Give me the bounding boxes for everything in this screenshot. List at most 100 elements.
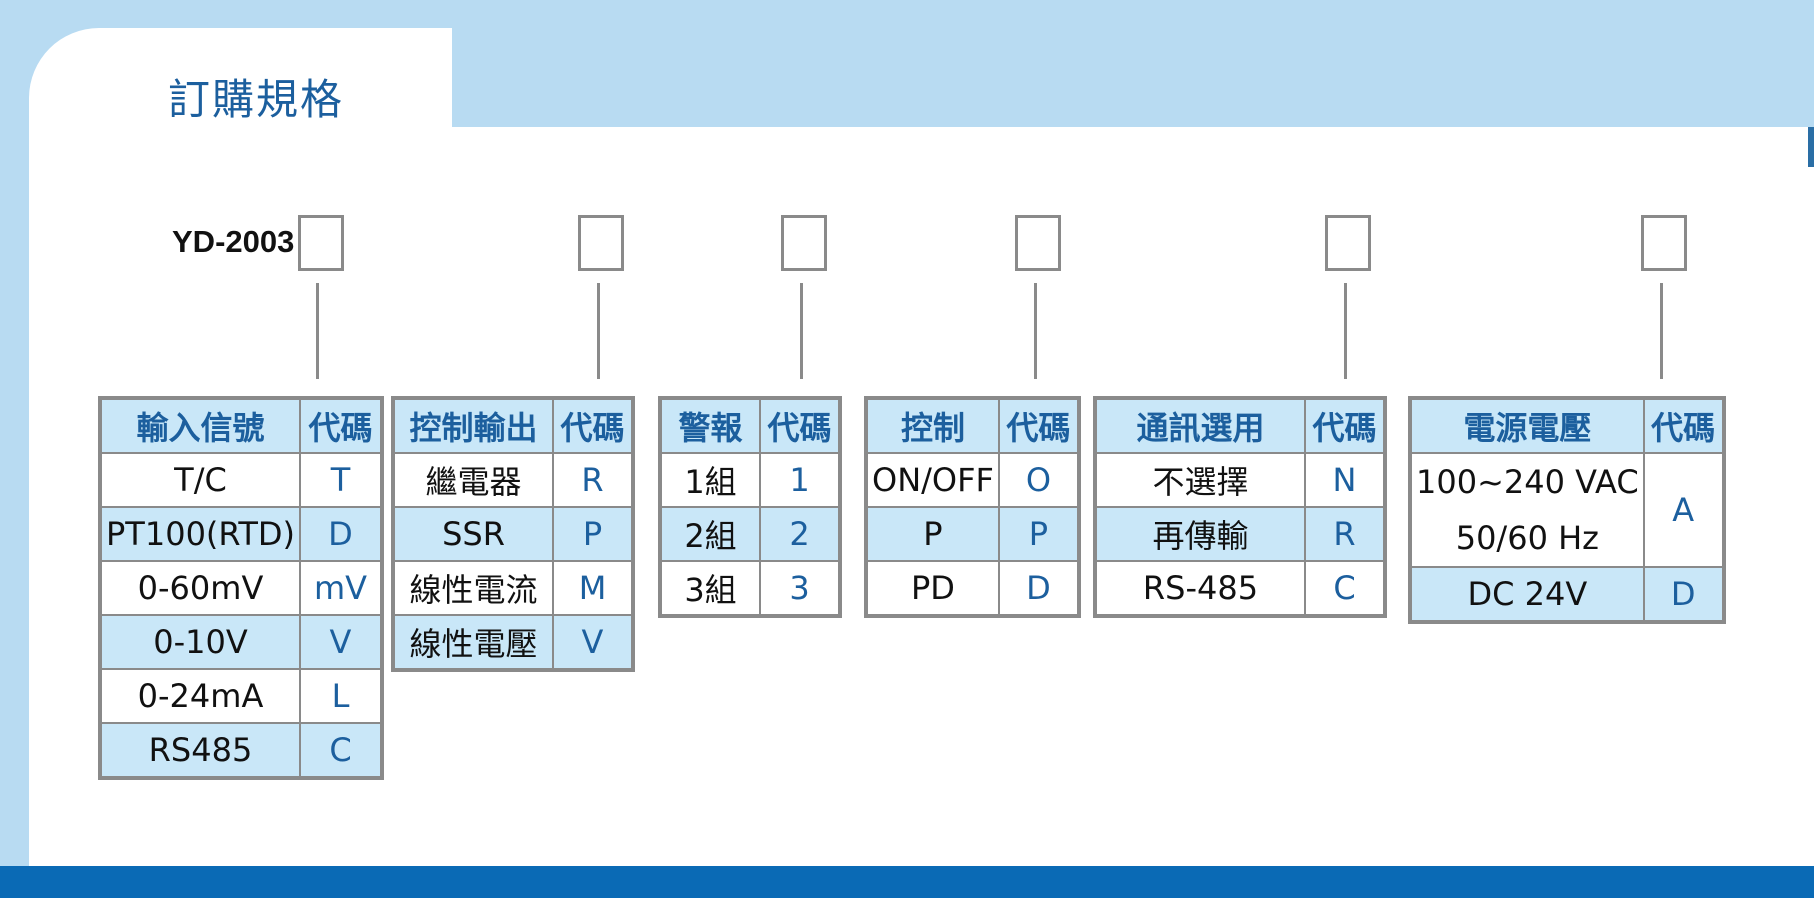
- option-cell: 0-10V: [99, 614, 301, 670]
- option-line: 50/60 Hz: [1455, 519, 1599, 557]
- header-cell: 代碼: [759, 397, 841, 454]
- option-cell: ON/OFF: [865, 452, 1000, 508]
- option-line: 100~240 VAC: [1416, 463, 1639, 501]
- code-cell: D: [298, 506, 383, 562]
- code-cell: T: [298, 452, 383, 508]
- option-cell: PT100(RTD): [99, 506, 301, 562]
- table-row: 2組 2: [659, 506, 841, 562]
- table-row: PT100(RTD) D: [99, 506, 383, 562]
- table-header-row: 控制 代碼: [865, 397, 1080, 454]
- option-cell: 100~240 VAC 50/60 Hz: [1409, 452, 1645, 568]
- header-cell: 警報: [659, 397, 761, 454]
- code-box-input: [298, 215, 344, 271]
- code-box-comm: [1325, 215, 1371, 271]
- option-cell: 0-24mA: [99, 668, 301, 724]
- header-cell: 通訊選用: [1094, 397, 1306, 454]
- table-row: PD D: [865, 560, 1080, 617]
- header-cell: 輸入信號: [99, 397, 301, 454]
- option-cell: DC 24V: [1409, 566, 1645, 623]
- table-row: 線性電流 M: [392, 560, 634, 616]
- page-title: 訂購規格: [168, 75, 345, 124]
- option-cell: 不選擇: [1094, 452, 1306, 508]
- option-cell: RS485: [99, 722, 301, 779]
- code-box-control-output: [578, 215, 624, 271]
- table-row: 線性電壓 V: [392, 614, 634, 671]
- option-cell: PD: [865, 560, 1000, 617]
- table-row: 3組 3: [659, 560, 841, 617]
- table-row: 不選擇 N: [1094, 452, 1386, 508]
- code-cell: 1: [759, 452, 841, 508]
- model-number: YD-2003: [172, 224, 295, 259]
- table-header-row: 通訊選用 代碼: [1094, 397, 1386, 454]
- table-row: 再傳輸 R: [1094, 506, 1386, 562]
- connector-power: [1660, 283, 1663, 379]
- table-row: RS-485 C: [1094, 560, 1386, 617]
- table-row: P P: [865, 506, 1080, 562]
- table-row: T/C T: [99, 452, 383, 508]
- control-output-table: 控制輸出 代碼 繼電器 R SSR P 線性電流 M 線性電壓 V: [391, 396, 635, 672]
- header-cell: 代碼: [997, 397, 1080, 454]
- table-row: 1組 1: [659, 452, 841, 508]
- control-mode-table: 控制 代碼 ON/OFF O P P PD D: [864, 396, 1081, 618]
- code-cell: L: [298, 668, 383, 724]
- table-row: ON/OFF O: [865, 452, 1080, 508]
- connector-comm: [1344, 283, 1347, 379]
- code-box-power: [1641, 215, 1687, 271]
- table-row: 0-60mV mV: [99, 560, 383, 616]
- connector-alarm: [800, 283, 803, 379]
- table-header-row: 輸入信號 代碼: [99, 397, 383, 454]
- code-box-alarm: [781, 215, 827, 271]
- header-strip: [452, 28, 1814, 127]
- table-header-row: 控制輸出 代碼: [392, 397, 634, 454]
- code-cell: M: [552, 560, 634, 616]
- option-cell: 線性電壓: [392, 614, 554, 671]
- communication-table: 通訊選用 代碼 不選擇 N 再傳輸 R RS-485 C: [1093, 396, 1387, 618]
- code-cell: C: [1304, 560, 1386, 617]
- header-cell: 控制: [865, 397, 1000, 454]
- code-box-control: [1015, 215, 1061, 271]
- option-cell: P: [865, 506, 1000, 562]
- table-row: 0-24mA L: [99, 668, 383, 724]
- code-cell: P: [997, 506, 1080, 562]
- option-cell: 1組: [659, 452, 761, 508]
- option-cell: 繼電器: [392, 452, 554, 508]
- option-cell: RS-485: [1094, 560, 1306, 617]
- code-cell: V: [298, 614, 383, 670]
- connector-control-output: [597, 283, 600, 379]
- option-cell: 線性電流: [392, 560, 554, 616]
- code-cell: R: [552, 452, 634, 508]
- table-header-row: 電源電壓 代碼: [1409, 397, 1725, 454]
- code-cell: mV: [298, 560, 383, 616]
- header-cell: 代碼: [298, 397, 383, 454]
- option-cell: SSR: [392, 506, 554, 562]
- table-row: SSR P: [392, 506, 634, 562]
- code-cell: R: [1304, 506, 1386, 562]
- code-cell: 3: [759, 560, 841, 617]
- table-row: RS485 C: [99, 722, 383, 779]
- header-cell: 代碼: [1304, 397, 1386, 454]
- option-cell: 再傳輸: [1094, 506, 1306, 562]
- option-cell: T/C: [99, 452, 301, 508]
- code-cell: O: [997, 452, 1080, 508]
- option-cell: 0-60mV: [99, 560, 301, 616]
- connector-input: [316, 283, 319, 379]
- bottom-bar: [0, 866, 1814, 898]
- power-supply-table: 電源電壓 代碼 100~240 VAC 50/60 Hz A DC 24V D: [1408, 396, 1726, 624]
- code-cell: D: [1642, 566, 1725, 623]
- code-cell: 2: [759, 506, 841, 562]
- header-cell: 代碼: [1642, 397, 1725, 454]
- alarm-table: 警報 代碼 1組 1 2組 2 3組 3: [658, 396, 842, 618]
- table-header-row: 警報 代碼: [659, 397, 841, 454]
- option-cell: 2組: [659, 506, 761, 562]
- table-row: 繼電器 R: [392, 452, 634, 508]
- header-cell: 控制輸出: [392, 397, 554, 454]
- option-cell: 3組: [659, 560, 761, 617]
- code-cell: C: [298, 722, 383, 779]
- right-edge-accent: [1808, 127, 1814, 167]
- code-cell: V: [552, 614, 634, 671]
- table-row: 100~240 VAC 50/60 Hz A: [1409, 452, 1725, 568]
- header-cell: 代碼: [552, 397, 634, 454]
- code-cell: D: [997, 560, 1080, 617]
- code-cell: N: [1304, 452, 1386, 508]
- connector-control: [1034, 283, 1037, 379]
